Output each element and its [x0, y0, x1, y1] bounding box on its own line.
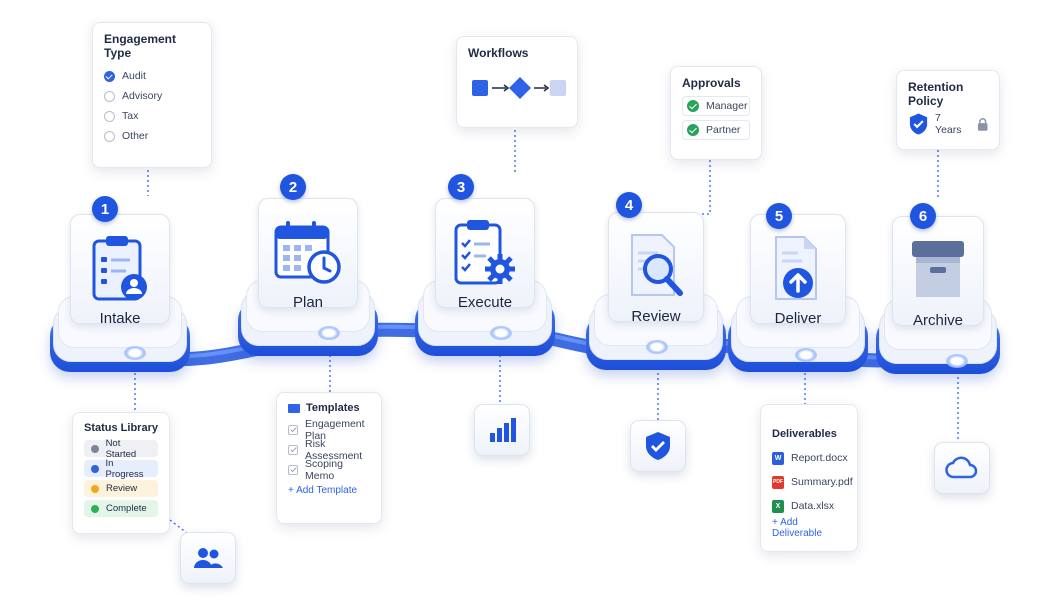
status-pill: Not Started	[84, 438, 158, 460]
cloud-icon	[945, 456, 978, 479]
engagement-option-tax[interactable]: Tax	[104, 106, 200, 126]
timeline-node	[795, 348, 817, 362]
card-title: Workflows	[468, 46, 529, 60]
step-number-badge: 2	[280, 174, 306, 200]
step-deliver[interactable]: Deliver	[728, 214, 868, 374]
card-title: Templates	[306, 402, 360, 414]
timeline-node	[490, 326, 512, 340]
retention-policy-card: Retention Policy 7 Years	[896, 70, 1000, 150]
excel-file-icon: X	[772, 499, 784, 513]
bar-chart-icon	[490, 418, 516, 442]
retention-value: 7 Years	[935, 112, 962, 136]
step-plan[interactable]: Plan	[238, 198, 378, 358]
engagement-option-audit[interactable]: Audit	[104, 66, 200, 86]
archive-box-icon	[912, 241, 964, 297]
workflow-flow-icon	[472, 77, 566, 99]
step-number-badge: 1	[92, 196, 118, 222]
step-number-badge: 6	[910, 203, 936, 229]
lock-icon	[977, 117, 988, 131]
checkbox-icon[interactable]	[288, 445, 298, 455]
step-archive[interactable]: Archive	[876, 216, 1000, 376]
status-pill: Complete	[84, 500, 158, 517]
card-title: Retention Policy	[908, 80, 964, 108]
radio-icon[interactable]	[104, 130, 115, 142]
step-review[interactable]: Review	[586, 212, 726, 372]
card-title: Status Library	[84, 422, 158, 434]
check-icon	[687, 124, 699, 136]
document-upload-icon	[775, 236, 817, 300]
check-icon	[687, 100, 699, 112]
document-search-icon	[631, 234, 683, 296]
card-title: Deliverables	[772, 428, 837, 440]
step-label: Deliver	[774, 310, 822, 327]
step-label: Intake	[99, 310, 141, 327]
timeline-node	[318, 326, 340, 340]
step-label: Plan	[292, 294, 324, 311]
clipboard-user-icon	[92, 236, 147, 301]
engagement-type-card: Engagement Type Audit Advisory Tax Other	[92, 22, 212, 168]
add-template-link[interactable]: + Add Template	[288, 484, 358, 496]
timeline-node	[124, 346, 146, 360]
shield-check-icon	[909, 113, 928, 135]
status-pill: Review	[84, 480, 158, 497]
status-library-card: Status Library Not Started In Progress R…	[72, 412, 170, 534]
analytics-tile[interactable]	[474, 404, 530, 456]
templates-card: Templates Engagement Plan Risk Assessmen…	[276, 392, 382, 524]
checkbox-icon[interactable]	[288, 465, 298, 475]
radio-icon[interactable]	[104, 110, 115, 122]
card-title: Engagement Type	[104, 32, 177, 60]
shield-check-icon	[646, 432, 670, 460]
checkbox-icon[interactable]	[288, 425, 298, 435]
users-icon	[194, 548, 223, 568]
status-pill: In Progress	[84, 458, 158, 480]
approval-item: Manager	[682, 96, 750, 116]
clipboard-gear-icon	[454, 220, 515, 285]
radio-icon[interactable]	[104, 90, 115, 102]
step-label: Review	[631, 308, 681, 325]
template-item[interactable]: Scoping Memo	[288, 458, 370, 482]
approval-item: Partner	[682, 120, 750, 140]
radio-selected-icon[interactable]	[104, 70, 115, 82]
add-deliverable-link[interactable]: + Add Deliverable	[772, 517, 823, 539]
card-title: Approvals	[682, 76, 741, 90]
cloud-tile[interactable]	[934, 442, 990, 494]
step-label: Execute	[457, 294, 513, 311]
template-item[interactable]: Risk Assessment	[288, 438, 370, 462]
step-intake[interactable]: Intake	[50, 214, 190, 374]
step-execute[interactable]: Execute	[415, 198, 555, 358]
engagement-option-other[interactable]: Other	[104, 126, 200, 146]
calendar-clock-icon	[274, 221, 341, 284]
step-number-badge: 3	[448, 174, 474, 200]
security-tile[interactable]	[630, 420, 686, 472]
step-number-badge: 5	[766, 203, 792, 229]
step-number-badge: 4	[616, 192, 642, 218]
word-file-icon: W	[772, 451, 784, 465]
approvals-card: Approvals Manager Partner	[670, 66, 762, 160]
template-item[interactable]: Engagement Plan	[288, 418, 370, 442]
timeline-node	[646, 340, 668, 354]
folder-icon	[288, 403, 300, 413]
timeline-node	[946, 354, 968, 368]
workflows-card: Workflows	[456, 36, 578, 128]
step-label: Archive	[912, 312, 964, 329]
pdf-file-icon: PDF	[772, 475, 784, 489]
users-tile[interactable]	[180, 532, 236, 584]
engagement-option-advisory[interactable]: Advisory	[104, 86, 200, 106]
